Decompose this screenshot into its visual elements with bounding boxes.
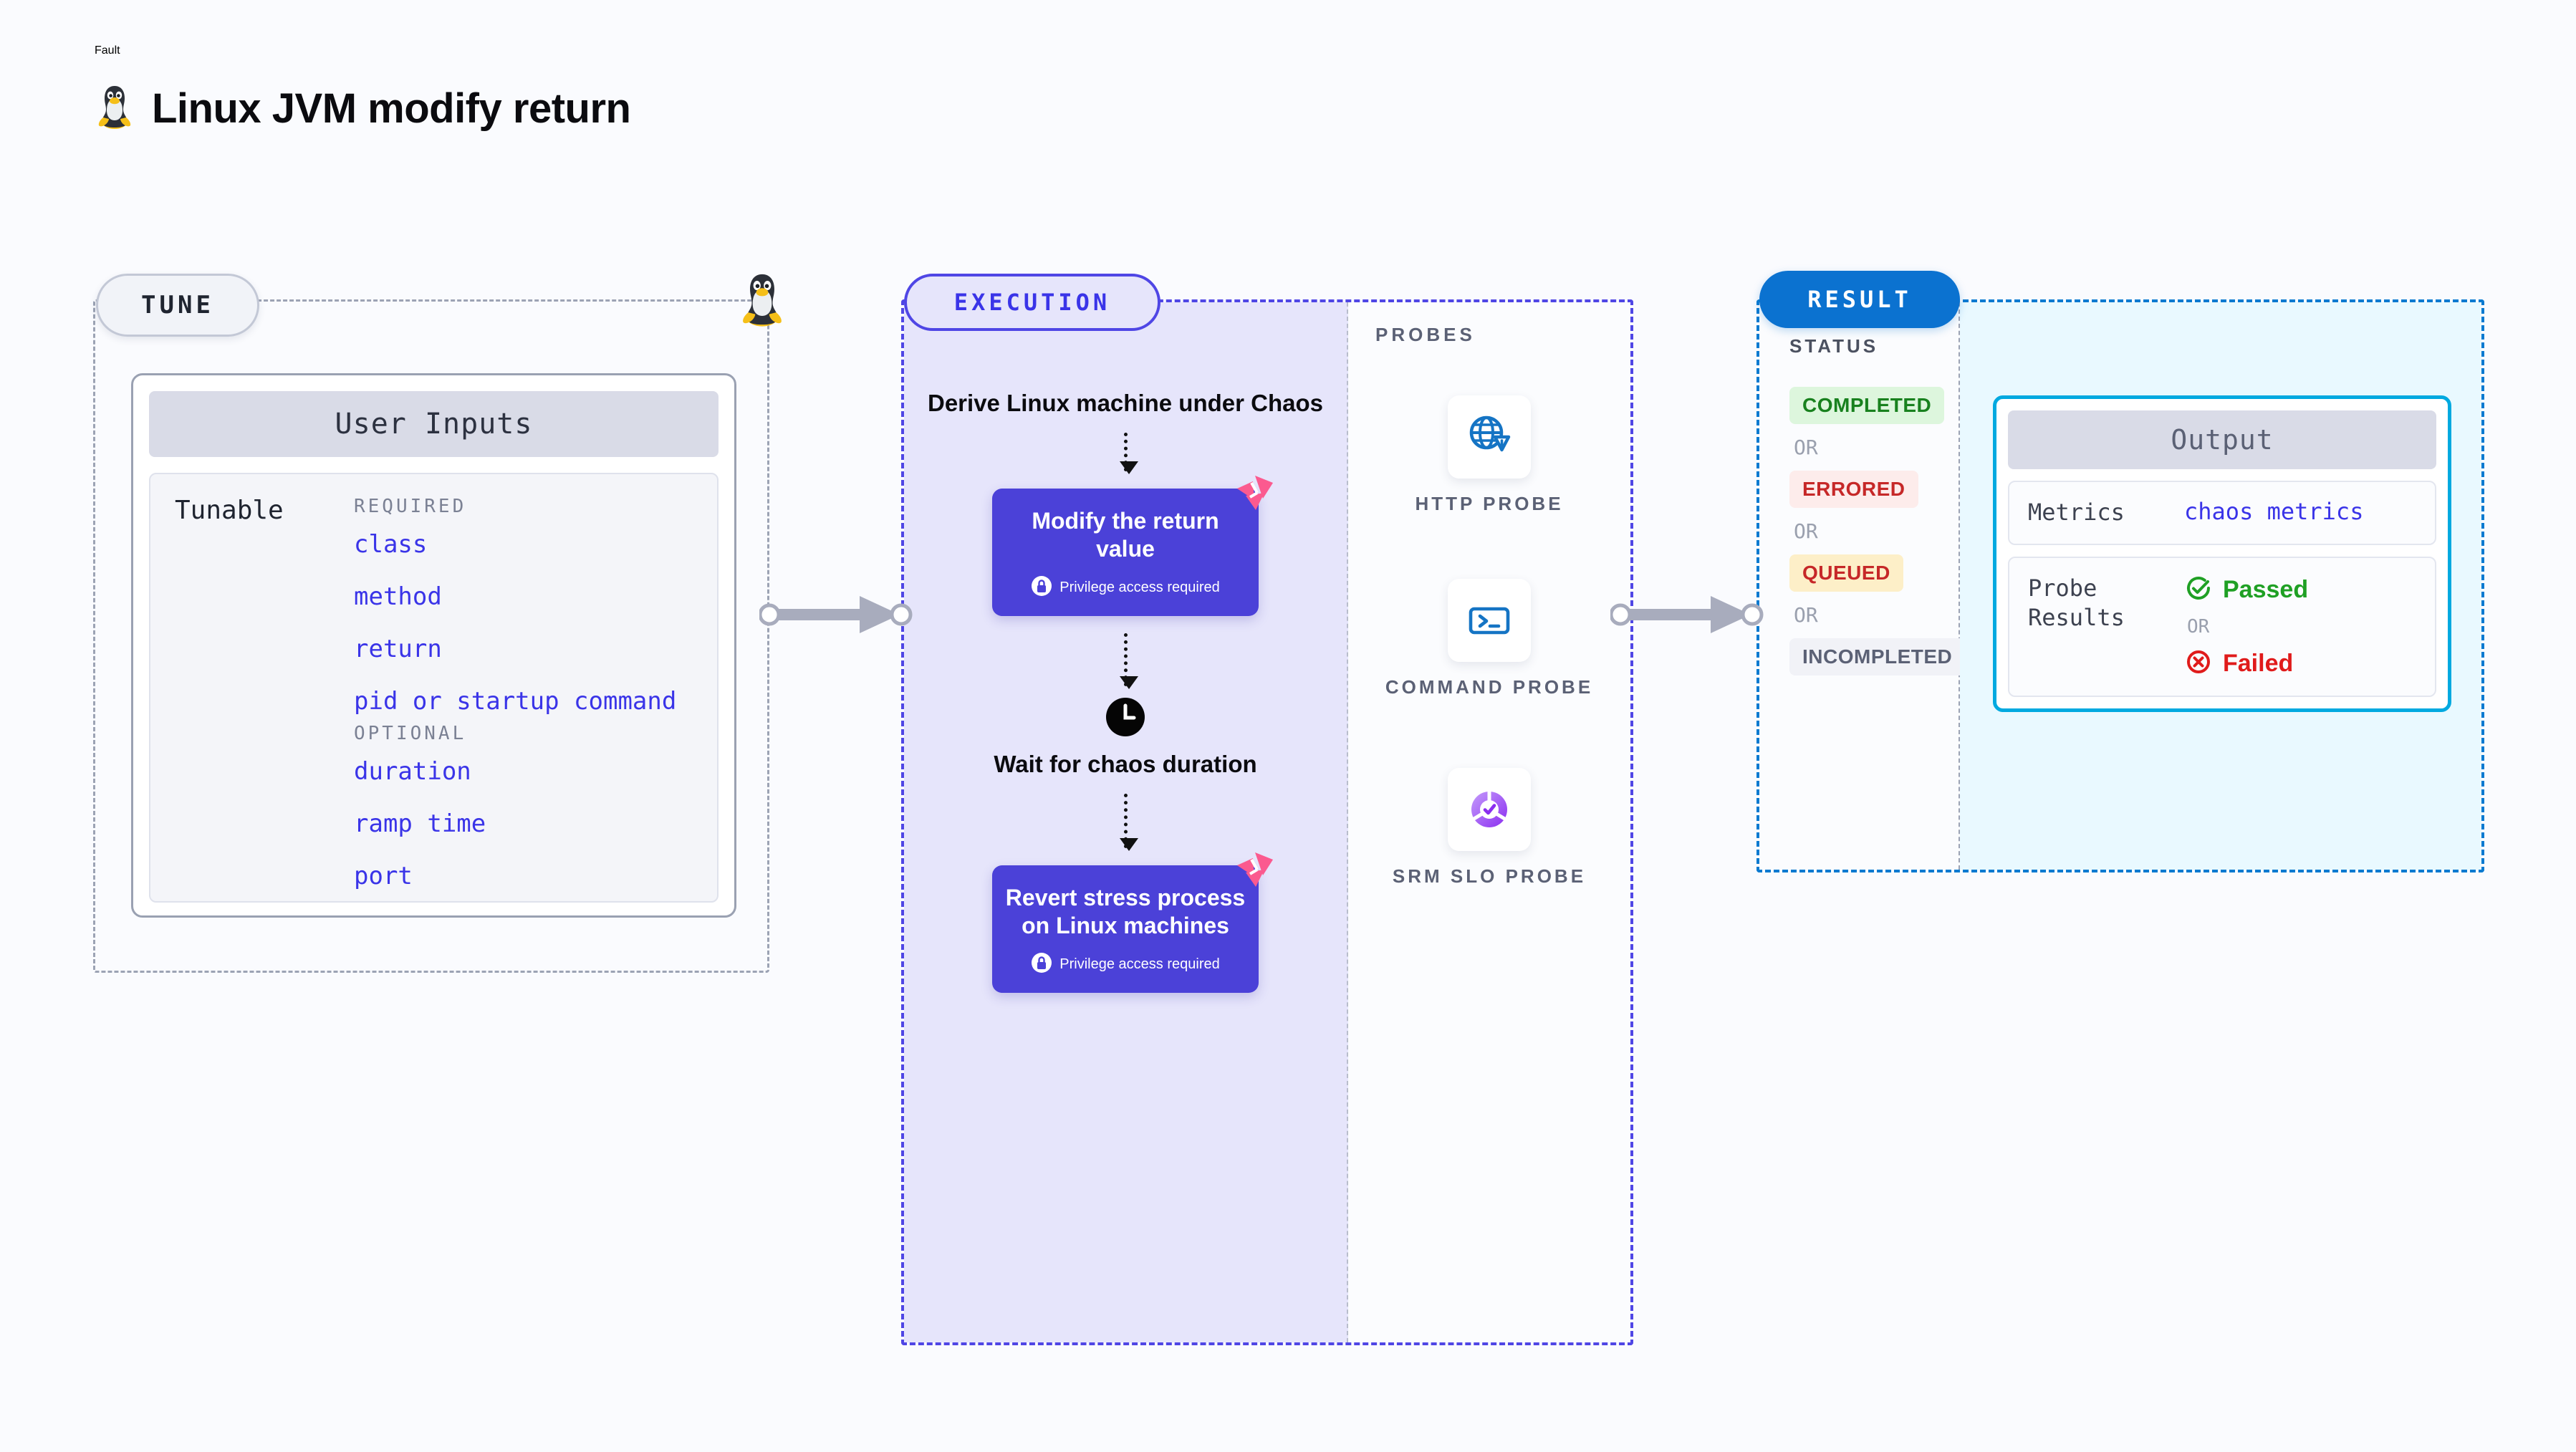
privilege-text-modify: Privilege access required (1059, 579, 1220, 595)
execution-card-modify-return-value[interactable]: Modify the return value Privilege access… (992, 475, 1273, 616)
metrics-label: Metrics (2028, 499, 2125, 526)
probe-result-passed: Passed (2184, 574, 2308, 606)
connector-tune-to-execution (759, 596, 913, 633)
status-badge-queued: QUEUED (1789, 554, 1903, 592)
page-title-row: Linux JVM modify return (95, 83, 631, 134)
status-or-3: OR (1794, 603, 1818, 627)
lock-icon (1031, 952, 1052, 977)
tunable-item-pid-or-startup-command[interactable]: pid or startup command (354, 687, 677, 716)
terminal-icon (1448, 579, 1531, 662)
probe-result-passed-label: Passed (2223, 575, 2309, 603)
arrow-modify-to-wait (1119, 633, 1138, 689)
tunable-box: Tunable REQUIRED class method return pid… (149, 473, 719, 903)
metrics-value[interactable]: chaos metrics (2184, 498, 2364, 525)
tunable-lists: REQUIRED class method return pid or star… (354, 496, 717, 901)
tunable-item-class[interactable]: class (354, 530, 428, 559)
execution-card-title-modify: Modify the return value (1032, 507, 1219, 562)
tunable-item-method[interactable]: method (354, 582, 442, 611)
execution-step-wait-for-chaos-duration: Wait for chaos duration (994, 750, 1257, 777)
output-card: Output Metrics chaos metrics Probe Resul… (1993, 395, 2451, 712)
execution-pill[interactable]: EXECUTION (904, 274, 1160, 331)
result-section: STATUS COMPLETED OR ERRORED OR QUEUED OR… (1756, 299, 2484, 872)
tunable-item-return[interactable]: return (354, 635, 442, 663)
probe-results-values: Passed OR Failed (2184, 574, 2308, 680)
output-header: Output (2008, 410, 2436, 469)
probe-result-failed-label: Failed (2223, 649, 2294, 677)
connector-probes-to-result (1610, 596, 1764, 633)
optional-group-title: OPTIONAL (354, 723, 467, 744)
privilege-row-modify: Privilege access required (1005, 575, 1246, 600)
probe-result-or: OR (2187, 615, 2210, 638)
execution-column: Derive Linux machine under Chaos Modify … (904, 302, 1348, 1342)
user-inputs-header: User Inputs (149, 391, 719, 457)
result-pill[interactable]: RESULT (1759, 271, 1960, 328)
slo-donut-check-icon (1448, 768, 1531, 851)
arrow-derive-to-modify (1119, 432, 1138, 474)
page-kicker: Fault (95, 44, 120, 57)
status-badge-incompleted: INCOMPLETED (1789, 638, 1966, 675)
output-row-probe-results: Probe Results Passed OR (2008, 556, 2436, 697)
tunable-label: Tunable (175, 496, 284, 525)
probe-result-failed: Failed (2184, 648, 2308, 680)
linux-tux-corner-icon (738, 271, 787, 332)
status-badge-errored: ERRORED (1789, 471, 1918, 508)
clock-icon (904, 696, 1347, 738)
check-circle-icon (2184, 574, 2213, 606)
status-column: STATUS COMPLETED OR ERRORED OR QUEUED OR… (1759, 302, 1966, 870)
status-badge-completed: COMPLETED (1789, 387, 1945, 424)
status-label: STATUS (1789, 335, 1879, 357)
probes-column: PROBES HTTP PROBE (1348, 302, 1630, 1342)
x-circle-icon (2184, 648, 2213, 680)
page-title: Linux JVM modify return (152, 85, 631, 132)
execution-card-title-revert: Revert stress process on Linux machines (1005, 884, 1246, 939)
required-group-title: REQUIRED (354, 496, 467, 517)
probe-item-command[interactable]: COMMAND PROBE (1348, 579, 1630, 700)
privilege-text-revert: Privilege access required (1059, 956, 1220, 972)
tunable-item-duration[interactable]: duration (354, 757, 471, 786)
tunable-item-port[interactable]: port (354, 862, 413, 890)
globe-warning-icon (1448, 395, 1531, 479)
tune-pill[interactable]: TUNE (96, 274, 259, 337)
probe-label-srm-slo: SRM SLO PROBE (1392, 865, 1587, 887)
status-stack: COMPLETED OR ERRORED OR QUEUED OR INCOMP… (1789, 387, 1966, 675)
execution-step-derive-linux-machine: Derive Linux machine under Chaos (928, 390, 1323, 416)
chaos-badge-icon (1236, 474, 1274, 515)
linux-tux-icon (95, 83, 135, 134)
execution-probes-section: Derive Linux machine under Chaos Modify … (901, 299, 1633, 1345)
probe-item-srm-slo[interactable]: SRM SLO PROBE (1348, 768, 1630, 889)
tune-section: User Inputs Tunable REQUIRED class metho… (93, 299, 769, 973)
lock-icon (1031, 575, 1052, 600)
probe-item-http[interactable]: HTTP PROBE (1348, 395, 1630, 516)
privilege-row-revert: Privilege access required (1005, 952, 1246, 977)
chaos-badge-icon (1236, 851, 1274, 892)
probes-label: PROBES (1375, 324, 1476, 345)
user-inputs-card: User Inputs Tunable REQUIRED class metho… (131, 373, 736, 918)
status-or-1: OR (1794, 436, 1818, 459)
arrow-wait-to-revert (1119, 793, 1138, 851)
probe-label-http: HTTP PROBE (1415, 493, 1564, 514)
tunable-item-ramp-time[interactable]: ramp time (354, 809, 486, 838)
status-or-2: OR (1794, 519, 1818, 543)
execution-card-revert-stress-process[interactable]: Revert stress process on Linux machines … (992, 852, 1273, 993)
page-header: Fault Linux JVM modify return (95, 44, 631, 134)
output-row-metrics: Metrics chaos metrics (2008, 481, 2436, 545)
output-column: Output Metrics chaos metrics Probe Resul… (1960, 302, 2481, 870)
probe-label-command: COMMAND PROBE (1385, 676, 1594, 698)
probe-results-label: Probe Results (2028, 574, 2125, 632)
